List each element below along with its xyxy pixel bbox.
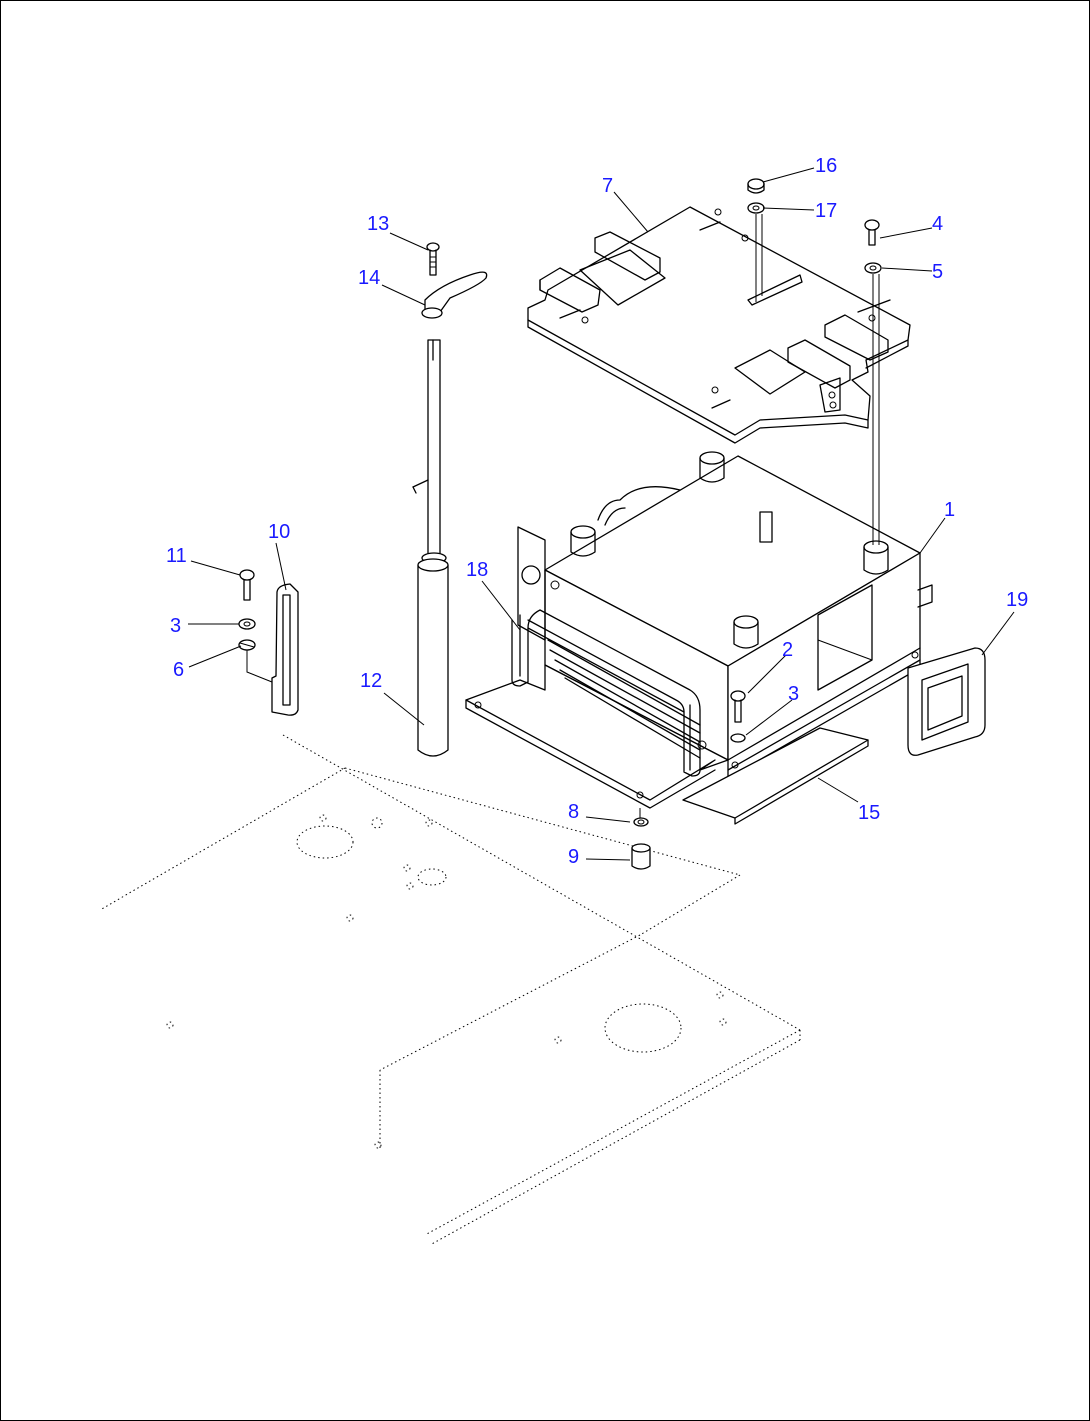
bolt-4 <box>864 219 880 246</box>
nut-9 <box>631 843 651 870</box>
callout-11: 11 <box>166 545 187 567</box>
bracket-10 <box>271 583 299 716</box>
callout-4: 4 <box>932 213 943 235</box>
floor-plate <box>99 734 801 1246</box>
leader-lines <box>188 167 1015 861</box>
callout-5: 5 <box>932 261 943 283</box>
callout-12: 12 <box>360 670 382 692</box>
callout-3-left: 3 <box>170 615 181 637</box>
washer-17 <box>747 202 765 214</box>
leader-washer-to-bracket <box>246 650 273 683</box>
callout-13: 13 <box>367 213 389 235</box>
bolt-2 <box>730 690 746 723</box>
callout-6: 6 <box>173 659 184 681</box>
callout-10: 10 <box>268 521 290 543</box>
callout-14: 14 <box>358 267 380 289</box>
callout-7: 7 <box>602 175 613 197</box>
callout-8: 8 <box>568 801 579 823</box>
callout-1: 1 <box>944 499 955 521</box>
callout-19: 19 <box>1006 589 1028 611</box>
handle-u <box>511 609 701 777</box>
callout-16: 16 <box>815 155 837 177</box>
seat-stand-box <box>465 451 933 809</box>
lever-14 <box>421 271 488 319</box>
washer-5 <box>864 262 882 274</box>
callout-2: 2 <box>782 639 793 661</box>
washer-8 <box>633 817 649 827</box>
gas-spring-12 <box>412 339 449 757</box>
bolt-11 <box>239 569 255 601</box>
grommet-19 <box>907 647 986 756</box>
callout-15: 15 <box>858 802 880 824</box>
callout-3-right: 3 <box>788 683 799 705</box>
washer-3-left <box>238 618 256 630</box>
bolt-13 <box>426 242 440 276</box>
washer-6 <box>238 639 256 651</box>
callout-17: 17 <box>815 200 837 222</box>
seat-mount-plate <box>527 206 911 444</box>
washer-3-right <box>730 733 746 743</box>
louver-insert <box>547 639 701 759</box>
cover-plate-15 <box>682 727 869 825</box>
callout-labels: 1 2 3 3 4 5 6 7 8 9 10 11 12 13 14 15 16… <box>166 155 1028 868</box>
callout-9: 9 <box>568 846 579 868</box>
callout-18: 18 <box>466 559 488 581</box>
nut-16 <box>747 178 765 194</box>
